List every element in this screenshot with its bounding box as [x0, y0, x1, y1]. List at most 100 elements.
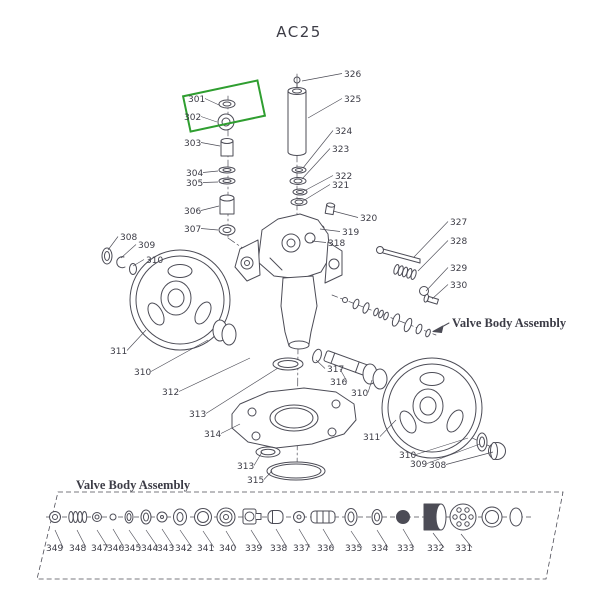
part-label-315: 315 — [247, 476, 264, 486]
part-label-320: 320 — [360, 214, 377, 224]
leader-323 — [301, 148, 331, 180]
part-label-309: 309 — [410, 460, 427, 470]
leader-335 — [350, 530, 363, 548]
leader-305 — [202, 181, 219, 183]
lever-327 — [376, 246, 421, 264]
part-label-312: 312 — [162, 388, 179, 398]
part-label-304: 304 — [186, 169, 203, 179]
part-label-309: 309 — [138, 241, 155, 251]
part-label-310: 310 — [351, 389, 368, 399]
leader-311 — [379, 419, 397, 437]
leader-306 — [200, 205, 220, 211]
leader-322 — [303, 175, 334, 192]
leader-316 — [339, 368, 348, 382]
valve-line-parts — [342, 297, 431, 338]
part-label-322: 322 — [335, 172, 352, 182]
part-label-324: 324 — [335, 127, 352, 137]
part-label-311: 311 — [363, 433, 380, 443]
part-label-310: 310 — [146, 256, 163, 266]
leader-310 — [150, 339, 209, 372]
washer-317 — [312, 348, 322, 364]
part-label-342: 342 — [175, 544, 192, 554]
pump-housing — [234, 213, 343, 350]
leader-347 — [96, 529, 109, 548]
parts-308-310-left — [101, 247, 137, 275]
ball-329 — [419, 286, 429, 296]
part-label-301: 301 — [188, 95, 205, 105]
leader-326 — [301, 73, 343, 82]
valve-assembly-box — [36, 491, 564, 580]
ring-313-lower — [255, 446, 281, 458]
valve-callout-arrow — [432, 322, 450, 333]
leader-339 — [250, 529, 263, 548]
part-label-302: 302 — [184, 113, 201, 123]
part-label-318: 318 — [328, 239, 345, 249]
leader-310 — [367, 379, 373, 393]
leader-308 — [445, 451, 494, 465]
leader-337 — [298, 528, 311, 548]
leader-330 — [431, 284, 449, 300]
part-label-332: 332 — [427, 544, 444, 554]
part-label-313: 313 — [237, 462, 254, 472]
leader-348 — [76, 529, 87, 548]
right-wheel-cap-parts — [476, 432, 506, 460]
part-label-316: 316 — [330, 378, 347, 388]
leader-341 — [202, 530, 215, 548]
plug-339 — [242, 508, 262, 525]
part-label-308: 308 — [120, 233, 137, 243]
part-label-349: 349 — [46, 544, 63, 554]
part-label-347: 347 — [91, 544, 108, 554]
leader-317 — [315, 359, 326, 369]
leader-327 — [413, 221, 449, 258]
leader-301 — [204, 98, 220, 106]
leader-315 — [263, 470, 273, 480]
part-label-326: 326 — [344, 70, 361, 80]
ring-313-upper — [272, 357, 304, 371]
leader-349 — [54, 529, 64, 548]
part-label-346: 346 — [107, 544, 124, 554]
left-roller — [212, 319, 237, 346]
leader-310 — [132, 259, 145, 267]
leader-314 — [220, 423, 241, 434]
part-label-319: 319 — [342, 228, 359, 238]
part-label-331: 331 — [455, 544, 472, 554]
part-label-339: 339 — [245, 544, 262, 554]
part-label-310: 310 — [134, 368, 151, 378]
flange-331 — [449, 503, 477, 531]
part-label-338: 338 — [270, 544, 287, 554]
part-label-310: 310 — [399, 451, 416, 461]
leader-338 — [275, 528, 288, 548]
part-label-311: 311 — [110, 347, 127, 357]
leader-313 — [205, 367, 279, 414]
leader-325 — [307, 98, 343, 119]
part-label-333: 333 — [397, 544, 414, 554]
part-label-336: 336 — [317, 544, 334, 554]
part-label-348: 348 — [69, 544, 86, 554]
part-label-327: 327 — [450, 218, 467, 228]
leader-309 — [426, 443, 481, 464]
base-plate-314 — [231, 387, 357, 449]
center-roller-310 — [362, 363, 388, 390]
valve-box-title: Valve Body Assembly — [76, 478, 191, 492]
leader-343 — [161, 528, 175, 548]
leader-307 — [200, 228, 219, 231]
leader-329 — [425, 267, 449, 292]
part-label-325: 325 — [344, 95, 361, 105]
leader-346 — [112, 528, 125, 548]
highlight-box — [181, 79, 267, 133]
leader-332 — [432, 532, 445, 548]
screw-330 — [423, 293, 439, 305]
part-label-334: 334 — [371, 544, 388, 554]
left-wheel — [129, 249, 231, 351]
part-label-308: 308 — [429, 461, 446, 471]
part-label-303: 303 — [184, 139, 201, 149]
part-label-335: 335 — [345, 544, 362, 554]
leader-336 — [322, 528, 335, 548]
leader-320 — [332, 210, 359, 218]
leader-340 — [225, 530, 237, 548]
part-label-317: 317 — [327, 365, 344, 375]
leader-309 — [120, 244, 137, 259]
leader-324 — [302, 130, 334, 169]
parts-column-301-307 — [217, 99, 236, 236]
